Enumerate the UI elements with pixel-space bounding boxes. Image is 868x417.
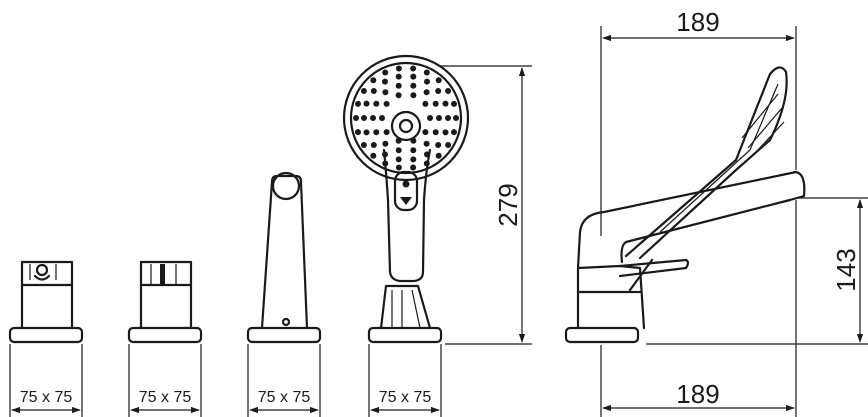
nozzle-dot [410, 147, 417, 154]
nozzle-dot [442, 100, 449, 107]
footprint-label-4: 75 x 75 [379, 389, 432, 406]
bath-spout [246, 171, 322, 344]
nozzle-dot [373, 100, 380, 107]
diverter-valve [8, 260, 84, 344]
nozzle-dot [453, 115, 459, 121]
nozzle-dot [422, 100, 429, 107]
nozzle-dot [424, 78, 430, 85]
nozzle-dot [395, 147, 402, 154]
nozzle-dot [445, 115, 451, 121]
nozzle-dot [370, 115, 376, 121]
nozzle-dot [355, 129, 361, 136]
nozzle-dot [410, 156, 417, 163]
dim-spout-height: 143 [831, 248, 861, 291]
nozzle-dot [410, 92, 417, 99]
nozzle-dot [383, 100, 390, 107]
nozzle-dot [432, 129, 439, 136]
nozzle-dot [360, 142, 367, 148]
nozzle-dot [395, 65, 402, 72]
nozzle-dot [451, 100, 457, 107]
nozzle-dot [451, 129, 457, 136]
nozzle-dot [383, 129, 390, 136]
nozzle-dot [361, 115, 367, 121]
nozzle-dot [382, 78, 388, 85]
nozzle-dot [445, 142, 452, 148]
nozzle-dot [410, 73, 417, 80]
nozzle-dot [395, 156, 402, 163]
footprint-label-3: 75 x 75 [258, 389, 311, 406]
nozzle-dot [442, 129, 449, 136]
nozzle-dot [395, 73, 402, 80]
nozzle-dot [410, 82, 417, 89]
nozzle-dot [423, 140, 430, 147]
side-view-assembly [564, 66, 806, 344]
dim-overall-height: 279 [493, 183, 523, 226]
nozzle-dot [382, 160, 389, 167]
nozzle-dot [423, 160, 430, 167]
nozzle-dot [379, 115, 385, 121]
nozzle-dot [353, 115, 359, 121]
nozzle-dot [410, 164, 417, 171]
nozzle-dot [382, 69, 389, 76]
nozzle-dot [382, 151, 388, 158]
nozzle-dot [363, 100, 370, 107]
nozzle-dot [435, 77, 442, 84]
nozzle-dot [355, 100, 361, 107]
nozzle-dot [423, 89, 430, 96]
nozzle-dot [445, 88, 452, 94]
nozzle-dot [395, 92, 402, 99]
dim-width-bottom: 189 [676, 379, 719, 409]
nozzle-dot [370, 152, 377, 159]
nozzle-dot [395, 164, 402, 171]
nozzle-dot [370, 142, 377, 148]
nozzle-dot [382, 89, 389, 96]
nozzle-dot [436, 115, 442, 121]
nozzle-dot [373, 129, 380, 136]
nozzle-dot [395, 82, 402, 89]
nozzle-dot [370, 88, 377, 94]
nozzle-dot [432, 100, 439, 107]
nozzle-dot [424, 151, 430, 158]
mixer-valve [127, 260, 203, 344]
nozzle-dot [382, 140, 389, 147]
dim-width-top: 189 [676, 7, 719, 37]
hand-shower [342, 54, 470, 344]
nozzle-dot [423, 69, 430, 76]
nozzle-dot [435, 142, 442, 148]
dimension-lines [9, 26, 868, 417]
nozzle-dot [410, 65, 417, 72]
nozzle-dot [435, 152, 442, 159]
nozzle-dot [435, 88, 442, 94]
nozzle-dot [427, 115, 433, 121]
nozzle-dot [360, 88, 367, 94]
footprint-label-1: 75 x 75 [20, 389, 73, 406]
nozzle-dot [370, 77, 377, 84]
footprint-label-2: 75 x 75 [139, 389, 192, 406]
nozzle-dot [363, 129, 370, 136]
nozzle-dot [422, 129, 429, 136]
